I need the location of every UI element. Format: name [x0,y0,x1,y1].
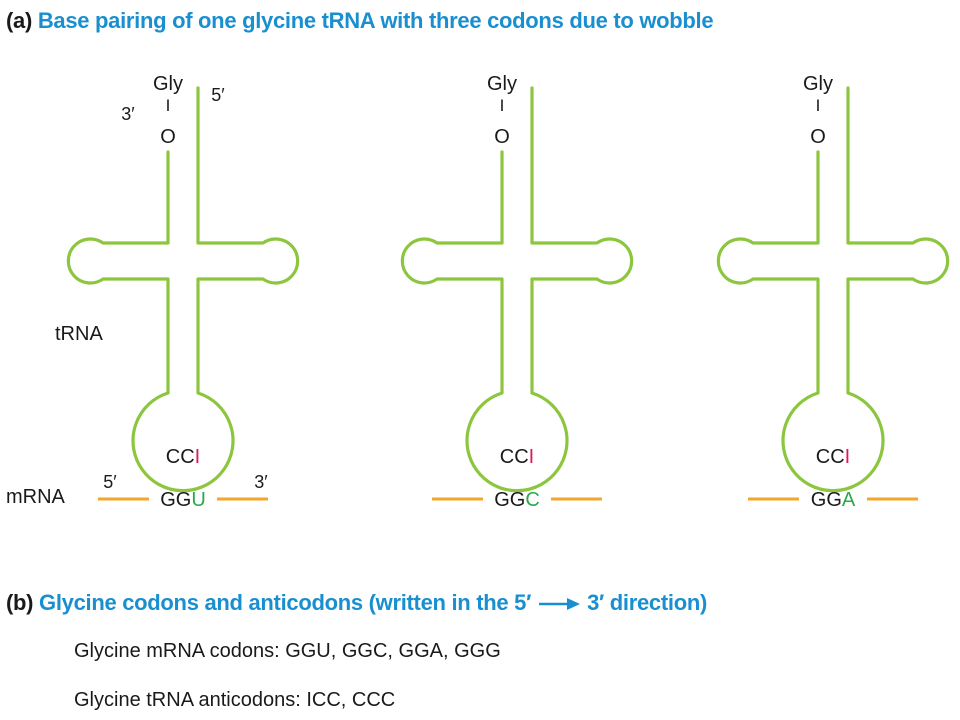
part-a-heading: Base pairing of one glycine tRNA with th… [37,8,714,33]
amino-acid-label: Gly [803,73,833,95]
trna-label: tRNA [55,323,103,345]
bond-line: I [166,96,171,115]
amino-acid-label: Gly [153,73,183,95]
direction-arrow-icon [539,598,581,611]
codons-line: Glycine mRNA codons: GGU, GGC, GGA, GGG [74,640,501,662]
part-a-letter: (a) [6,8,32,33]
trna-3prime-label: 3′ [121,104,135,124]
trna-group: GlyIOCCIGGU3′5′5′3′GlyIOCCIGGCGlyIOCCIGG… [66,73,950,511]
trna-cloverleaf-outline [400,86,634,493]
bond-line: I [500,96,505,115]
part-a-title: (a) Base pairing of one glycine tRNA wit… [6,8,714,34]
oxygen-label: O [810,126,826,148]
anticodons-line: Glycine tRNA anticodons: ICC, CCC [74,689,396,711]
mrna-3prime-label: 3′ [254,472,268,492]
part-b-heading-start: Glycine codons and anticodons (written i… [39,590,532,615]
trna-5prime-label: 5′ [211,85,225,105]
oxygen-label: O [160,126,176,148]
oxygen-label: O [494,126,510,148]
anticodon-label: CCI [500,446,534,468]
part-b-title: (b) Glycine codons and anticodons (writt… [6,590,707,616]
anticodon-label: CCI [816,446,850,468]
codon-label: GGA [811,489,856,511]
anticodon-label: CCI [166,446,200,468]
codon-label: GGC [494,489,540,511]
trna-cloverleaf-outline [66,86,300,493]
trna-wobble-diagram: GlyIOCCIGGU3′5′5′3′GlyIOCCIGGCGlyIOCCIGG… [6,73,950,511]
mrna-label: mRNA [6,486,66,508]
trna-cloverleaf-outline [716,86,950,493]
bond-line: I [816,96,821,115]
mrna-5prime-label: 5′ [103,472,117,492]
part-b-letter: (b) [6,590,34,615]
codon-label: GGU [160,489,206,511]
amino-acid-label: Gly [487,73,517,95]
part-b-heading-end: 3′ direction) [587,590,708,615]
